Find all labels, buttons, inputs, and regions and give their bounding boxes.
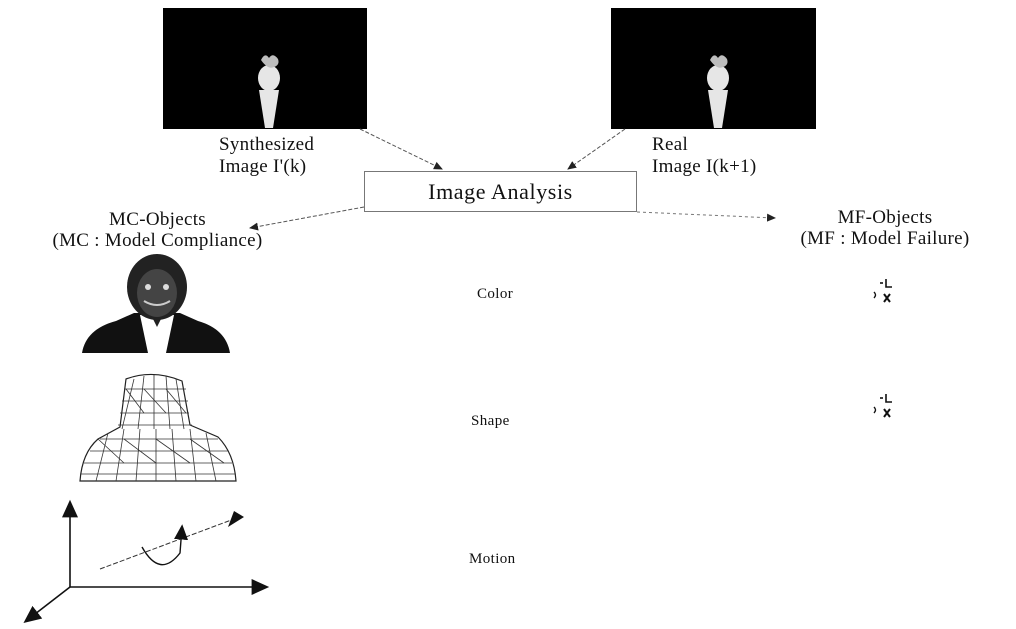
person-color-icon	[82, 254, 230, 353]
rotation-arc	[141, 524, 189, 566]
synthesized-caption-line1: Synthesized	[219, 134, 315, 155]
z-axis	[23, 586, 71, 623]
synthesized-image-frame	[163, 8, 367, 129]
synth-to-analysis-arrow	[359, 128, 443, 170]
synthesized-caption-line2: Image I'(k)	[219, 156, 307, 177]
motion-axes-icon	[23, 499, 270, 623]
translation-vector	[99, 518, 235, 570]
analysis-to-mc-arrow	[249, 206, 365, 231]
mf-shape-glyph-icon	[873, 394, 892, 418]
wireframe-mesh-icon	[79, 373, 237, 482]
real-to-analysis-arrow	[567, 128, 626, 170]
mf-objects-subtitle: (MF : Model Failure)	[800, 228, 970, 249]
image-analysis-box: Image Analysis	[364, 171, 637, 212]
real-image-frame	[611, 8, 816, 129]
person-silhouette-icon	[258, 55, 280, 128]
real-caption-line2: Image I(k+1)	[652, 156, 757, 177]
synthesized-caption: Synthesized Image I'(k)	[219, 134, 314, 178]
analysis-to-mf-arrow	[636, 211, 776, 222]
image-analysis-label: Image Analysis	[428, 178, 573, 204]
motion-label: Motion	[469, 551, 516, 567]
mf-color-glyph-icon	[873, 279, 892, 303]
mc-objects-title: MC-Objects	[109, 209, 206, 230]
mc-objects-subtitle: (MC : Model Compliance)	[52, 230, 263, 251]
real-caption-line1: Real	[652, 134, 689, 155]
shape-label: Shape	[471, 413, 510, 429]
person-silhouette-icon	[707, 55, 729, 128]
mc-objects-heading: MC-Objects (MC : Model Compliance)	[0, 209, 315, 251]
mf-objects-heading: MF-Objects (MF : Model Failure)	[755, 207, 1015, 249]
color-label: Color	[477, 286, 514, 302]
real-caption: Real Image I(k+1)	[652, 134, 757, 178]
mf-objects-title: MF-Objects	[837, 207, 933, 228]
